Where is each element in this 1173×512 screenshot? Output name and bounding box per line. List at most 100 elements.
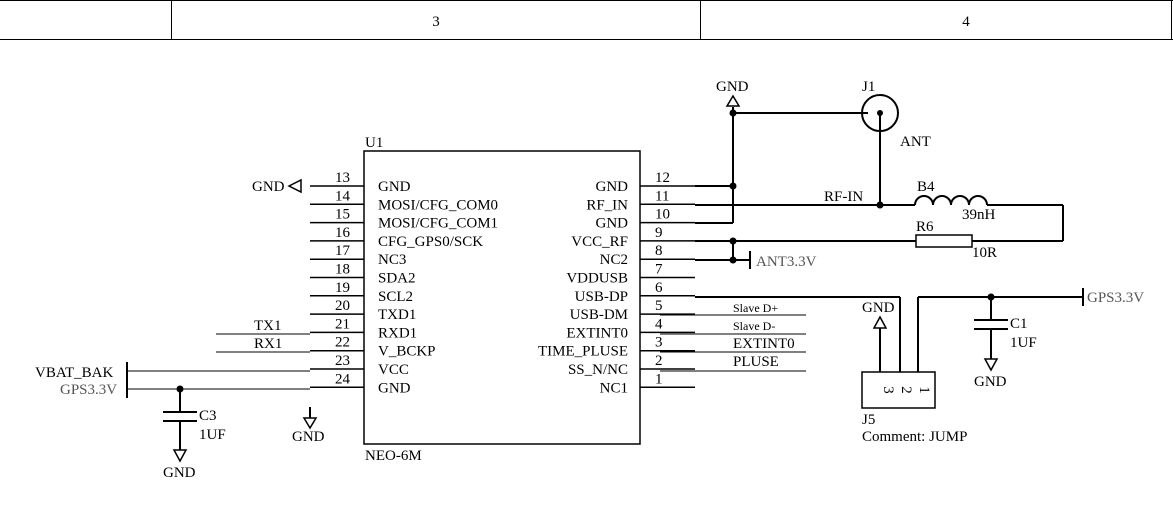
frame-column-3: 3 bbox=[432, 14, 440, 30]
u1-pin-23-number: 23 bbox=[335, 353, 350, 369]
extint0-label: EXTINT0 bbox=[733, 336, 795, 352]
u1-pin-4-number: 4 bbox=[655, 316, 663, 332]
u1-pin-16-name: CFG_GPS0/SCK bbox=[378, 234, 483, 250]
r6-value: 10R bbox=[972, 245, 997, 261]
u1-pin-11-number: 11 bbox=[655, 188, 669, 204]
u1-pin-12-number: 12 bbox=[655, 170, 670, 186]
u1-pin-19-name: SCL2 bbox=[378, 289, 413, 305]
u1-pin-2-name: SS_N/NC bbox=[568, 362, 628, 378]
c3-gnd-label: GND bbox=[163, 465, 196, 481]
j5-pin-3: 3 bbox=[880, 386, 896, 394]
u1-pin-22-number: 22 bbox=[335, 335, 350, 351]
u1-pin-23-name: VCC bbox=[378, 362, 409, 378]
slave-dp-label: Slave D+ bbox=[733, 301, 778, 315]
u1-pin-21-name: RXD1 bbox=[378, 325, 417, 341]
u1-pin-14-number: 14 bbox=[335, 188, 351, 204]
ant33-label: ANT3.3V bbox=[756, 254, 817, 270]
u1-pin-14-name: MOSI/CFG_COM0 bbox=[378, 197, 498, 213]
j5-pin-2: 2 bbox=[898, 386, 914, 394]
u1-pin-3-number: 3 bbox=[655, 335, 663, 351]
u1-pin-17-number: 17 bbox=[335, 243, 351, 259]
rx1-label: RX1 bbox=[254, 336, 282, 352]
u1-pin-1-number: 1 bbox=[655, 371, 663, 387]
u1-pin-15-number: 15 bbox=[335, 207, 350, 223]
pin24-gnd-symbol bbox=[302, 417, 318, 430]
r6-resistor-symbol[interactable] bbox=[915, 234, 973, 248]
u1-pin-13-name: GND bbox=[378, 179, 411, 195]
u1-pin-8-number: 8 bbox=[655, 243, 663, 259]
slave-dm-label: Slave D- bbox=[733, 319, 775, 333]
gps33-label-right: GPS3.3V bbox=[1087, 290, 1144, 306]
u1-pin-7-number: 7 bbox=[655, 262, 663, 278]
u1-pin-15-name: MOSI/CFG_COM1 bbox=[378, 216, 498, 232]
u1-pin-5-name: USB-DM bbox=[570, 307, 628, 323]
u1-pin-18-name: SDA2 bbox=[378, 271, 416, 287]
b4-value: 39nH bbox=[962, 207, 996, 223]
u1-pin-2-number: 2 bbox=[655, 353, 663, 369]
gnd-symbol-left bbox=[287, 178, 302, 194]
b4-inductor-symbol[interactable] bbox=[914, 195, 988, 206]
u1-pins: 13GND14MOSI/CFG_COM015MOSI/CFG_COM116CFG… bbox=[310, 170, 695, 396]
u1-pin-9-name: VCC_RF bbox=[571, 234, 628, 250]
u1-pin-19-number: 19 bbox=[335, 280, 350, 296]
j5-pin-1: 1 bbox=[916, 386, 932, 394]
u1-pin-5-number: 5 bbox=[655, 298, 663, 314]
tx1-label: TX1 bbox=[254, 318, 282, 334]
gnd-label-top: GND bbox=[716, 79, 749, 95]
u1-pin-10-name: GND bbox=[596, 216, 629, 232]
u1-pin-13-number: 13 bbox=[335, 170, 350, 186]
pluse-label: PLUSE bbox=[733, 354, 779, 370]
u1-pin-20-name: TXD1 bbox=[378, 307, 416, 323]
c1-gnd-label: GND bbox=[974, 374, 1007, 390]
u1-pin-6-number: 6 bbox=[655, 280, 663, 296]
c1-designator: C1 bbox=[1010, 316, 1028, 332]
u1-pin-22-name: V_BCKP bbox=[378, 344, 436, 360]
j5-comment: Comment: JUMP bbox=[862, 429, 967, 445]
frame-column-4: 4 bbox=[962, 14, 970, 30]
gnd-symbol-top bbox=[725, 94, 741, 107]
c3-value: 1UF bbox=[199, 427, 226, 443]
vbat-label: VBAT_BAK bbox=[35, 365, 114, 381]
rf-in-label: RF-IN bbox=[824, 189, 863, 205]
j1-designator: J1 bbox=[862, 79, 875, 95]
gnd-label-left: GND bbox=[252, 179, 285, 195]
gps33-label-left: GPS3.3V bbox=[60, 382, 117, 398]
u1-pin-3-name: TIME_PLUSE bbox=[538, 344, 628, 360]
u1-designator: U1 bbox=[365, 135, 383, 151]
junction-rf-in bbox=[876, 201, 884, 209]
u1-pin-16-number: 16 bbox=[335, 225, 351, 241]
j5-designator: J5 bbox=[862, 412, 875, 428]
junction-gnd-top bbox=[729, 109, 737, 117]
j5-body[interactable] bbox=[861, 371, 936, 409]
u1-pin-21-number: 21 bbox=[335, 316, 350, 332]
pin24-gnd-label: GND bbox=[292, 429, 325, 445]
u1-pin-6-name: USB-DP bbox=[575, 289, 628, 305]
c1-value: 1UF bbox=[1010, 335, 1037, 351]
u1-pin-9-number: 9 bbox=[655, 225, 663, 241]
u1-pin-1-name: NC1 bbox=[600, 380, 628, 396]
u1-part-name: NEO-6M bbox=[365, 448, 422, 464]
r6-designator: R6 bbox=[916, 219, 934, 235]
u1-pin-24-name: GND bbox=[378, 380, 411, 396]
u1-pin-11-name: RF_IN bbox=[586, 197, 628, 213]
j5-gnd-label: GND bbox=[862, 300, 895, 316]
c1-gnd-symbol bbox=[983, 358, 999, 372]
j5-gnd-symbol bbox=[872, 315, 888, 329]
u1-body[interactable] bbox=[363, 150, 641, 445]
frame-border bbox=[0, 0, 1173, 40]
u1-pin-17-name: NC3 bbox=[378, 252, 406, 268]
c3-designator: C3 bbox=[199, 408, 217, 424]
u1-pin-4-name: EXTINT0 bbox=[566, 325, 628, 341]
u1-pin-10-number: 10 bbox=[655, 207, 670, 223]
u1-pin-12-name: GND bbox=[596, 179, 629, 195]
junction-ant33 bbox=[729, 256, 737, 264]
u1-pin-18-number: 18 bbox=[335, 262, 350, 278]
u1-pin-20-number: 20 bbox=[335, 298, 350, 314]
j1-name: ANT bbox=[900, 134, 931, 150]
b4-designator: B4 bbox=[917, 179, 935, 195]
u1-pin-24-number: 24 bbox=[335, 371, 351, 387]
u1-pin-7-name: VDDUSB bbox=[566, 271, 628, 287]
u1-pin-8-name: NC2 bbox=[600, 252, 628, 268]
c3-gnd-symbol bbox=[172, 449, 188, 463]
